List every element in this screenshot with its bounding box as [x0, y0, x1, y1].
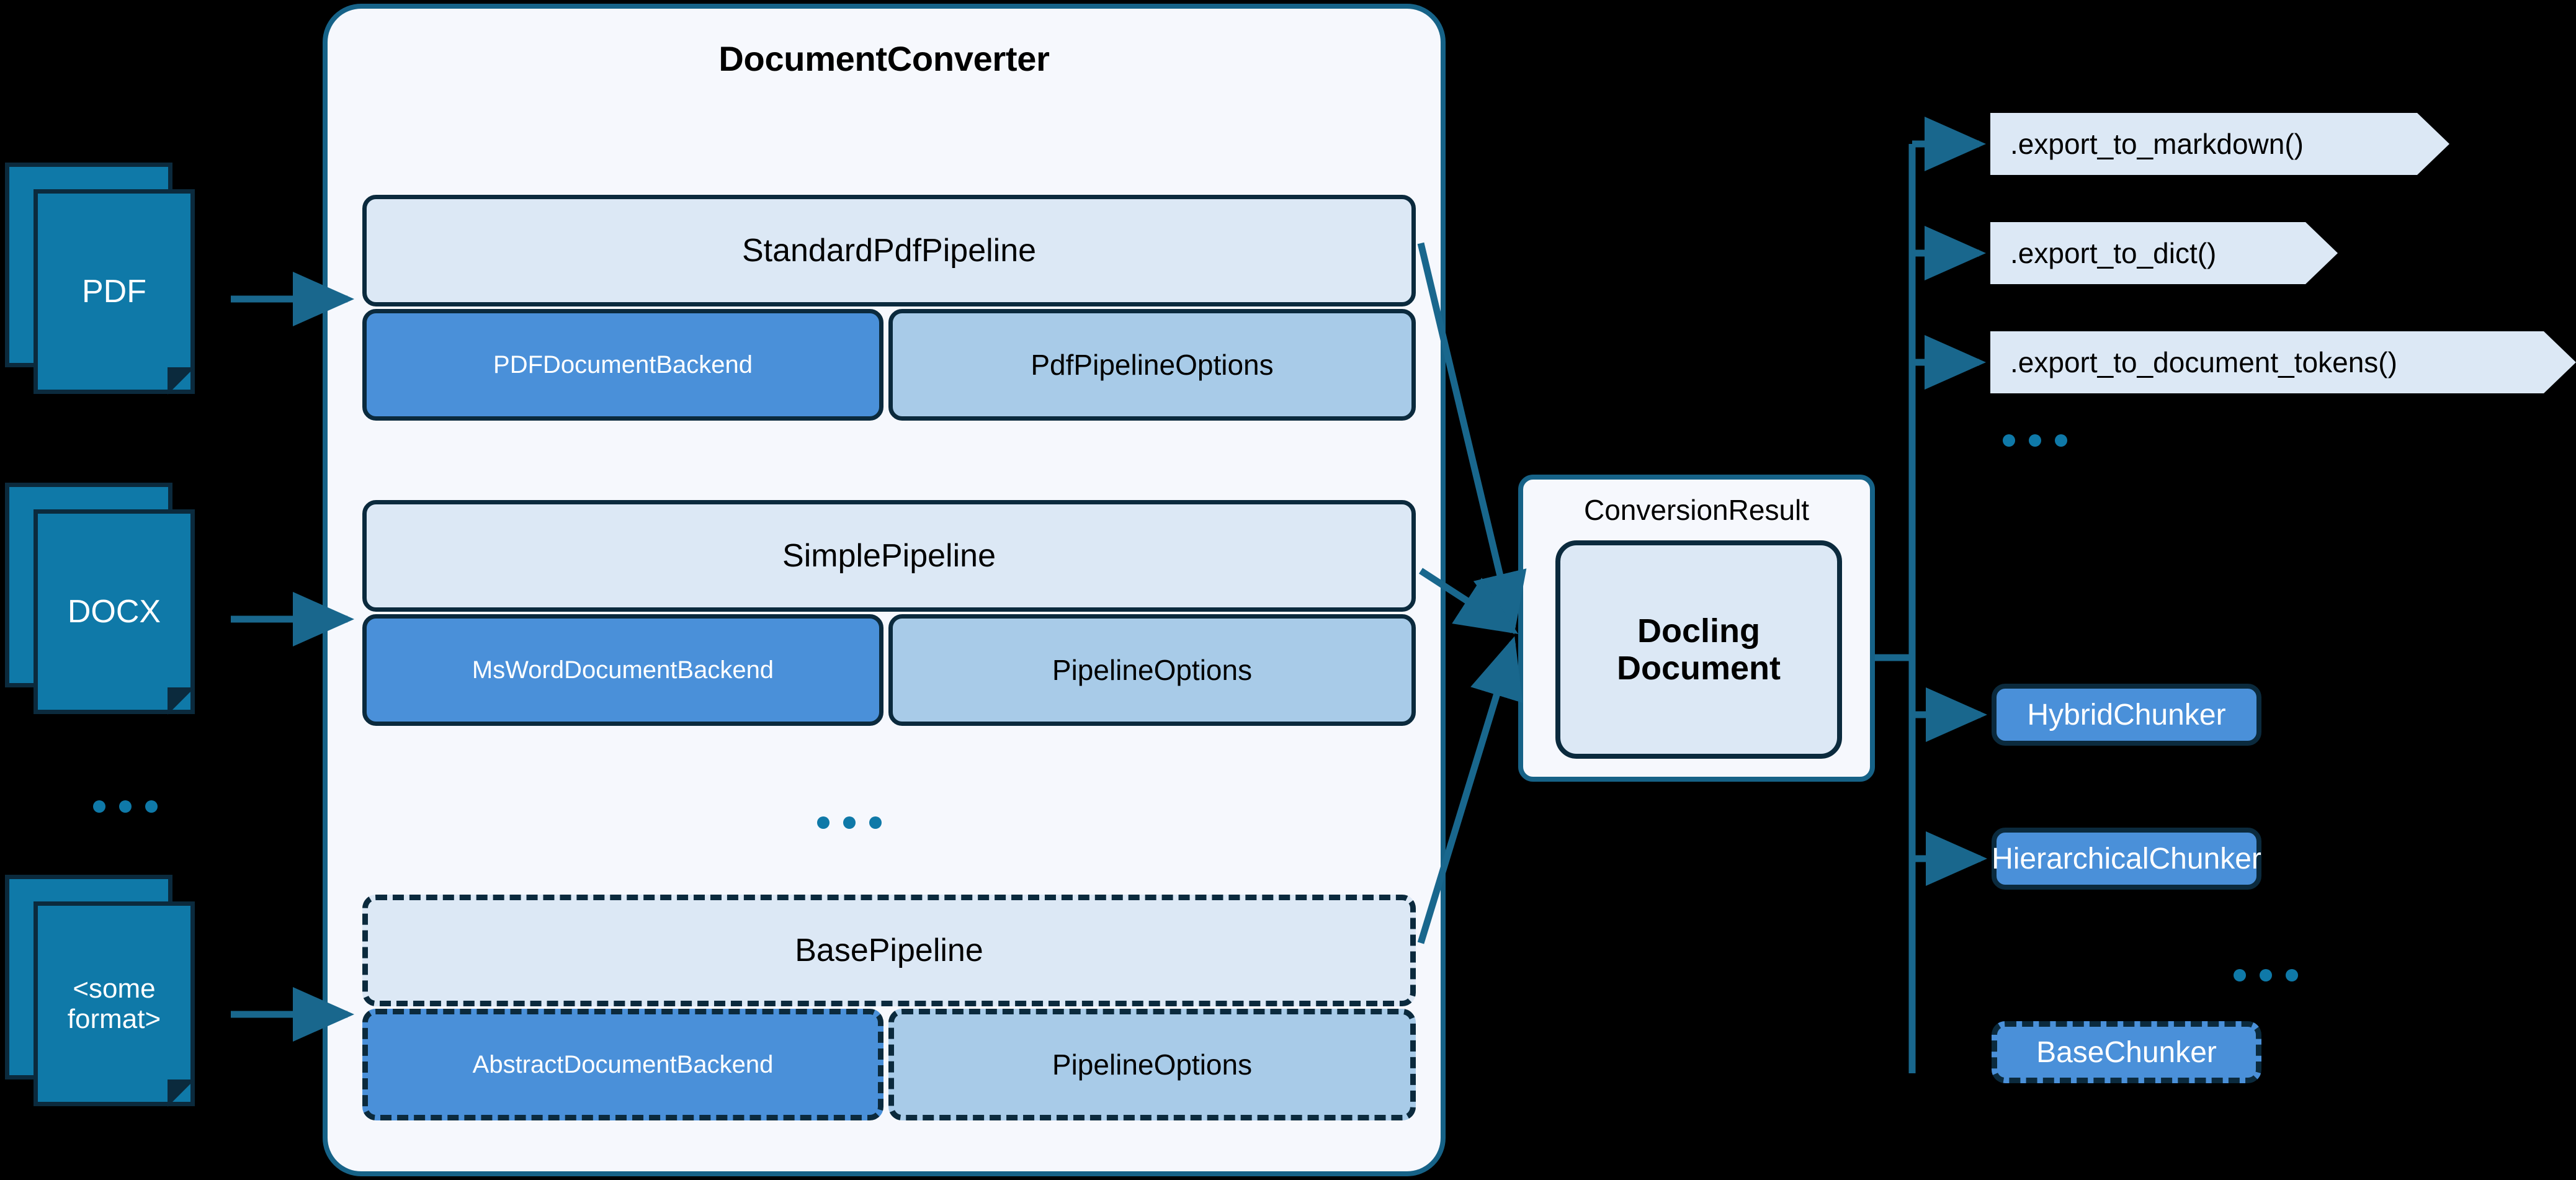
doc-fold-corner: [168, 367, 195, 395]
pipeline-name: SimplePipeline: [782, 538, 996, 574]
export-label: .export_to_document_tokens(): [2010, 346, 2397, 378]
pipeline-backend-box[interactable]: PDFDocumentBackend: [362, 309, 883, 421]
pipeline-backend-box[interactable]: AbstractDocumentBackend: [362, 1009, 883, 1120]
pipeline-standard-pdf[interactable]: StandardPdfPipeline PDFDocumentBackend P…: [362, 195, 1416, 421]
backend-label: MsWordDocumentBackend: [472, 656, 774, 684]
pipeline-components-row: AbstractDocumentBackend PipelineOptions: [362, 1009, 1416, 1120]
pipeline-name: StandardPdfPipeline: [741, 233, 1037, 269]
pipeline-options-box[interactable]: PipelineOptions: [888, 614, 1416, 726]
docling-document-line2: Document: [1616, 650, 1781, 687]
docling-document-box[interactable]: Docling Document: [1555, 540, 1842, 759]
source-label: PDF: [82, 273, 146, 310]
document-converter-container: DocumentConverter StandardPdfPipeline PD…: [323, 4, 1446, 1176]
pipeline-options-box[interactable]: PdfPipelineOptions: [888, 309, 1416, 421]
export-document-tokens-chevron[interactable]: .export_to_document_tokens(): [1990, 331, 2576, 393]
export-dict-chevron[interactable]: .export_to_dict(): [1990, 222, 2338, 284]
pipeline-components-row: MsWordDocumentBackend PipelineOptions: [362, 614, 1416, 726]
conversion-result-label: ConversionResult: [1583, 494, 1810, 526]
pipeline-header[interactable]: StandardPdfPipeline: [362, 195, 1416, 306]
doc-fold-corner: [168, 1079, 195, 1107]
page-title: DocumentConverter: [718, 39, 1050, 78]
sources-ellipsis: [93, 800, 158, 813]
doc-front-sheet: DOCX: [34, 509, 195, 714]
chunker-label: HierarchicalChunker: [1992, 842, 2261, 875]
pipeline-backend-box[interactable]: MsWordDocumentBackend: [362, 614, 883, 726]
pipeline-header[interactable]: BasePipeline: [362, 895, 1416, 1006]
pipelines-ellipsis: [817, 816, 882, 829]
export-markdown-chevron[interactable]: .export_to_markdown(): [1990, 113, 2449, 175]
doc-fold-corner: [168, 687, 195, 715]
chunker-hybrid[interactable]: HybridChunker: [1992, 684, 2261, 746]
chunker-label: BaseChunker: [2036, 1035, 2217, 1069]
options-label: PdfPipelineOptions: [1031, 349, 1274, 381]
docling-document-line1: Docling: [1637, 612, 1760, 650]
pipeline-options-box[interactable]: PipelineOptions: [888, 1009, 1416, 1120]
source-label: DOCX: [67, 593, 161, 630]
backend-label: PDFDocumentBackend: [493, 351, 753, 378]
export-label: .export_to_markdown(): [2010, 128, 2304, 160]
pipeline-components-row: PDFDocumentBackend PdfPipelineOptions: [362, 309, 1416, 421]
doc-front-sheet: PDF: [34, 189, 195, 394]
source-document-pdf: PDF: [5, 163, 247, 411]
exports-ellipsis: [2003, 434, 2067, 447]
pipeline-name: BasePipeline: [795, 932, 983, 968]
pipeline-header[interactable]: SimplePipeline: [362, 500, 1416, 612]
chunker-label: HybridChunker: [2027, 698, 2226, 731]
chunkers-ellipsis: [2234, 969, 2298, 981]
source-document-docx: DOCX: [5, 483, 247, 731]
options-label: PipelineOptions: [1052, 1048, 1253, 1081]
pipeline-simple[interactable]: SimplePipeline MsWordDocumentBackend Pip…: [362, 500, 1416, 726]
export-label: .export_to_dict(): [2010, 237, 2217, 269]
chunker-hierarchical[interactable]: HierarchicalChunker: [1992, 828, 2261, 890]
chunker-base[interactable]: BaseChunker: [1992, 1021, 2261, 1083]
backend-label: AbstractDocumentBackend: [472, 1050, 774, 1078]
conversion-result-container: ConversionResult Docling Document: [1518, 475, 1875, 782]
pipeline-base[interactable]: BasePipeline AbstractDocumentBackend Pip…: [362, 895, 1416, 1120]
options-label: PipelineOptions: [1052, 654, 1253, 686]
